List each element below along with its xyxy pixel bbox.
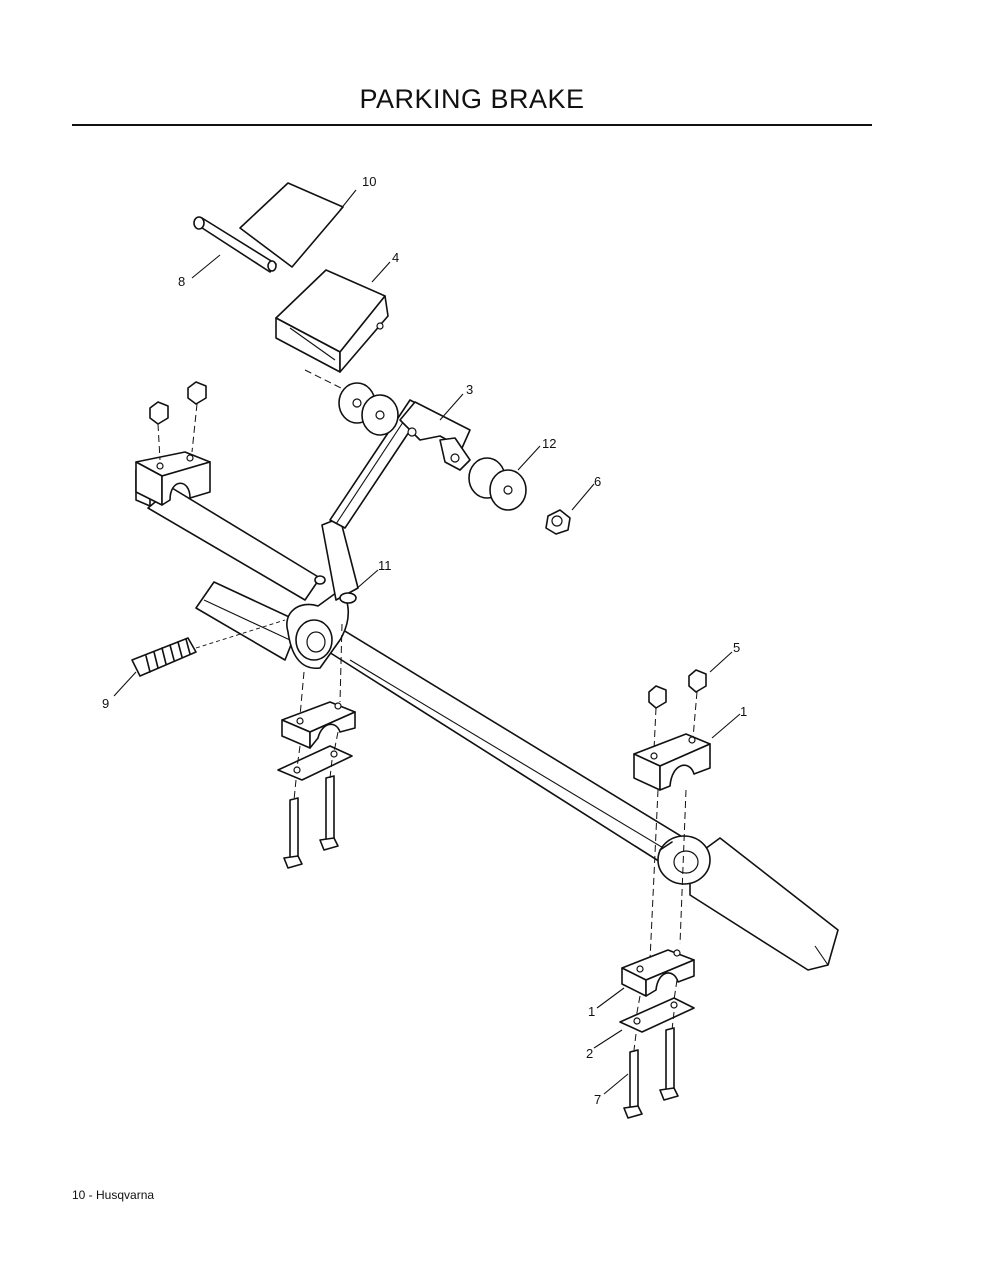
- callout-1-upper: 1: [740, 704, 747, 719]
- nut-6: [545, 509, 571, 535]
- main-shaft: [135, 469, 839, 971]
- handle-sleeve: [195, 581, 301, 661]
- callout-6: 6: [594, 474, 601, 489]
- nuts-upper-left: [149, 381, 207, 461]
- clamp-lower-left: [281, 623, 356, 749]
- washers-upper: [338, 382, 399, 436]
- callout-2: 2: [586, 1046, 593, 1061]
- leader-lines: [113, 189, 741, 1095]
- page-footer: 10 - Husqvarna: [72, 1188, 155, 1202]
- plate-lower-left: [277, 731, 353, 781]
- callout-labels: 10 8 4 3 12 6 11 9 5 1 1 2 7: [102, 174, 747, 1107]
- nuts-upper-right: [648, 669, 707, 751]
- callout-11: 11: [378, 558, 392, 573]
- callout-12: 12: [542, 436, 556, 451]
- clamp-lower-right: [621, 949, 695, 1019]
- callout-7: 7: [594, 1092, 601, 1107]
- plate-lower-right: [619, 997, 695, 1051]
- callout-8: 8: [178, 274, 185, 289]
- clamp-upper-left: [135, 451, 211, 506]
- pivot-lever-assembly: [286, 399, 471, 669]
- callout-1-lower: 1: [588, 1004, 595, 1019]
- bolts-lower-right: [623, 1027, 679, 1119]
- page-title: PARKING BRAKE: [359, 84, 585, 114]
- callout-5: 5: [733, 640, 740, 655]
- pedal-bracket: [275, 269, 389, 391]
- clevis-pin: [193, 216, 277, 273]
- callout-3: 3: [466, 382, 473, 397]
- callout-10: 10: [362, 174, 376, 189]
- clamp-upper-right: [633, 733, 711, 961]
- callout-4: 4: [392, 250, 399, 265]
- spring: [131, 619, 286, 677]
- callout-9: 9: [102, 696, 109, 711]
- title-rule: [72, 124, 872, 126]
- bolts-lower-left: [283, 759, 339, 869]
- washers-lower: [468, 457, 527, 511]
